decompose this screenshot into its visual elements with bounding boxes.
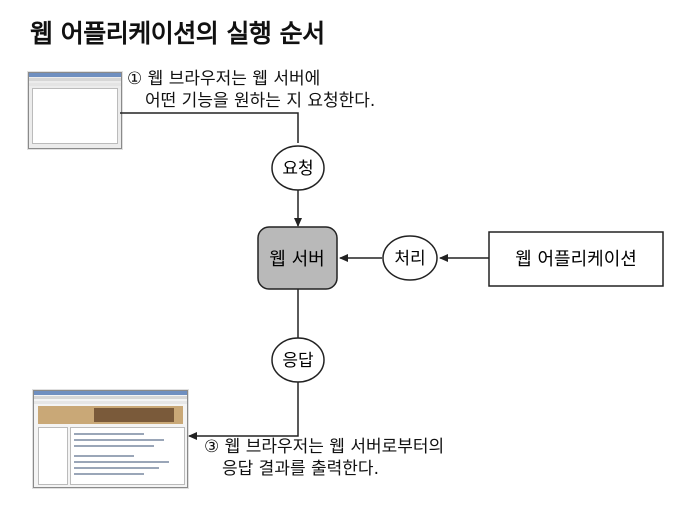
process-ellipse <box>382 235 438 281</box>
web-server-label: 웹 서버 <box>269 249 324 270</box>
arrow-response-to-browser <box>188 382 299 440</box>
process-label: 처리 <box>394 249 425 269</box>
step1-line2: 어떤 기능을 원하는 지 요청한다. <box>145 91 376 111</box>
web-app-box <box>488 231 664 287</box>
step3-line2: 응답 결과를 출력한다. <box>222 459 379 479</box>
connector-request-top <box>120 112 299 143</box>
web-app-label: 웹 어플리케이션 <box>515 249 637 270</box>
request-label: 요청 <box>282 159 313 179</box>
browser-screenshot-small <box>28 72 122 149</box>
step1-line1: ① 웹 브라우저는 웹 서버에 <box>127 69 321 89</box>
response-label: 응답 <box>282 351 314 371</box>
page-title: 웹 어플리케이션의 실행 순서 <box>30 19 325 48</box>
browser-screenshot-large <box>33 390 188 488</box>
step3-line1: ③ 웹 브라우저는 웹 서버로부터의 <box>204 437 445 457</box>
